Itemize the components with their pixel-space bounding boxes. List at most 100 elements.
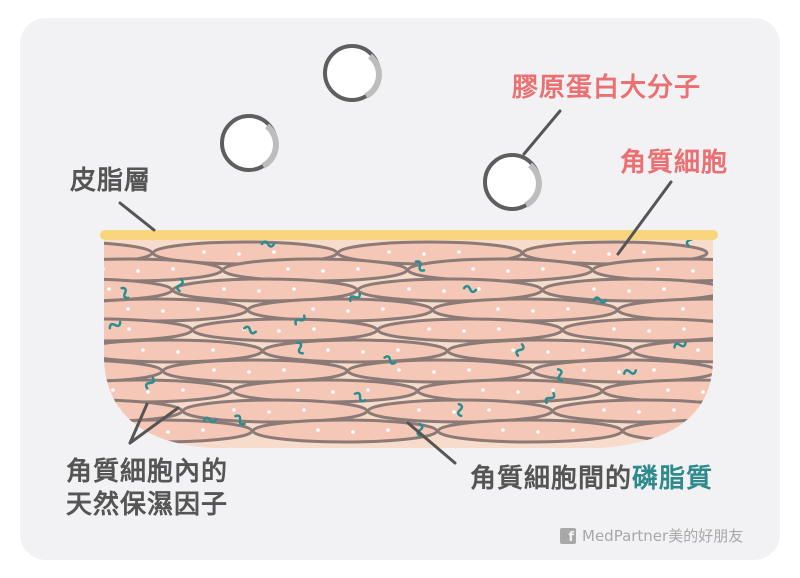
- leader-sebum: [118, 201, 156, 232]
- cell-dot: [97, 368, 101, 372]
- cell-dot: [592, 287, 596, 291]
- corneocyte-cell: [104, 418, 254, 444]
- cell-dot: [237, 252, 241, 256]
- cell-dot: [457, 250, 461, 254]
- cell-dot: [612, 327, 616, 331]
- cell-dot: [531, 309, 535, 313]
- cell-dot: [696, 348, 700, 352]
- cell-dot: [346, 309, 350, 313]
- cell-dot: [637, 410, 641, 414]
- cell-dot: [397, 368, 401, 372]
- cell-dot: [652, 368, 656, 372]
- cell-dot: [82, 410, 86, 414]
- cell-dot: [477, 287, 481, 291]
- nmf-squiggle: [242, 325, 258, 335]
- cell-dot: [37, 287, 41, 291]
- cell-dot: [117, 408, 121, 412]
- cell-dot: [196, 307, 200, 311]
- label-collagen: 膠原蛋白大分子: [512, 73, 702, 103]
- cell-dot: [257, 289, 261, 293]
- cell-dot: [171, 267, 175, 271]
- cell-dot: [232, 408, 236, 412]
- nmf-squiggle: [353, 391, 367, 403]
- cell-dot: [721, 430, 725, 434]
- label-corneocyte: 角質細胞: [620, 148, 729, 178]
- cell-dot: [331, 390, 335, 394]
- cell-dot: [716, 309, 720, 313]
- leader-lipid: [406, 421, 457, 465]
- leader-corneocyte: [616, 180, 673, 256]
- cell-dot: [571, 428, 575, 432]
- corneocyte-cell: [104, 297, 249, 323]
- nmf-squiggle: [348, 291, 362, 303]
- cell-dot: [72, 289, 76, 293]
- leader-nmf-a: [128, 402, 149, 445]
- nmf-squiggle: [622, 369, 638, 375]
- cell-dot: [686, 428, 690, 432]
- cell-dot: [277, 329, 281, 333]
- cell-dot: [282, 368, 286, 372]
- cell-dot: [351, 430, 355, 434]
- corneocyte-cell: [104, 317, 194, 343]
- cell-dot: [316, 428, 320, 432]
- cell-dot: [52, 252, 56, 256]
- cell-dot: [536, 430, 540, 434]
- nmf-squiggle: [234, 414, 246, 426]
- cell-dot: [691, 269, 695, 273]
- corneocyte-cell: [541, 277, 713, 303]
- cell-dot: [387, 250, 391, 254]
- nmf-squiggle: [383, 355, 397, 365]
- nmf-squiggle: [673, 341, 687, 349]
- cell-dot: [751, 307, 755, 311]
- cell-dot: [111, 388, 115, 392]
- cell-dot: [506, 269, 510, 273]
- cell-dot: [427, 327, 431, 331]
- cell-dot: [366, 388, 370, 392]
- cell-dot: [566, 307, 570, 311]
- label-lipid-highlight: 磷脂質: [632, 464, 714, 494]
- cell-dot: [656, 267, 660, 271]
- cell-dot: [292, 287, 296, 291]
- cell-dot: [602, 408, 606, 412]
- watermark-text: MedPartner美的好朋友: [582, 527, 744, 545]
- label-sebum-layer: 皮脂層: [70, 166, 152, 196]
- cell-dot: [146, 390, 150, 394]
- corneocyte-cell: [446, 338, 634, 364]
- cell-dot: [756, 428, 760, 432]
- corneocyte-cell: [191, 317, 379, 343]
- corneocyte-cell: [104, 257, 224, 283]
- facebook-icon: f: [560, 527, 576, 544]
- nmf-squiggle: [462, 284, 478, 294]
- collagen-molecule: [483, 153, 542, 211]
- cell-dot: [104, 267, 105, 271]
- nmf-squiggles: [108, 232, 695, 438]
- leader-nmf-b: [128, 406, 180, 445]
- cell-dot: [176, 350, 180, 354]
- label-nmf-line1: 角質細胞內的: [66, 457, 229, 487]
- cell-dot: [497, 327, 501, 331]
- cell-dot: [57, 327, 61, 331]
- cell-dot: [511, 348, 515, 352]
- cell-dot: [442, 289, 446, 293]
- nmf-squiggle: [260, 240, 276, 248]
- cell-dot: [62, 370, 66, 374]
- label-intercellular-lipid: 角質細胞間的磷脂質: [470, 463, 713, 496]
- cell-dot: [516, 390, 520, 394]
- cell-dot: [381, 307, 385, 311]
- cell-dot: [136, 269, 140, 273]
- leader-collagen: [522, 109, 562, 156]
- nmf-squiggle: [176, 277, 184, 293]
- cell-dot: [672, 408, 676, 412]
- cell-dot: [212, 368, 216, 372]
- corneocyte-cell: [436, 418, 624, 444]
- nmf-squiggle: [120, 286, 130, 300]
- nmf-squiggle: [515, 343, 525, 357]
- cell-dot: [546, 350, 550, 354]
- cell-dot: [127, 327, 131, 331]
- cell-dot: [107, 287, 111, 291]
- corneocyte-cell: [104, 338, 264, 364]
- cell-dot: [222, 287, 226, 291]
- cell-dot: [201, 428, 205, 432]
- corneocyte-cell: [261, 338, 449, 364]
